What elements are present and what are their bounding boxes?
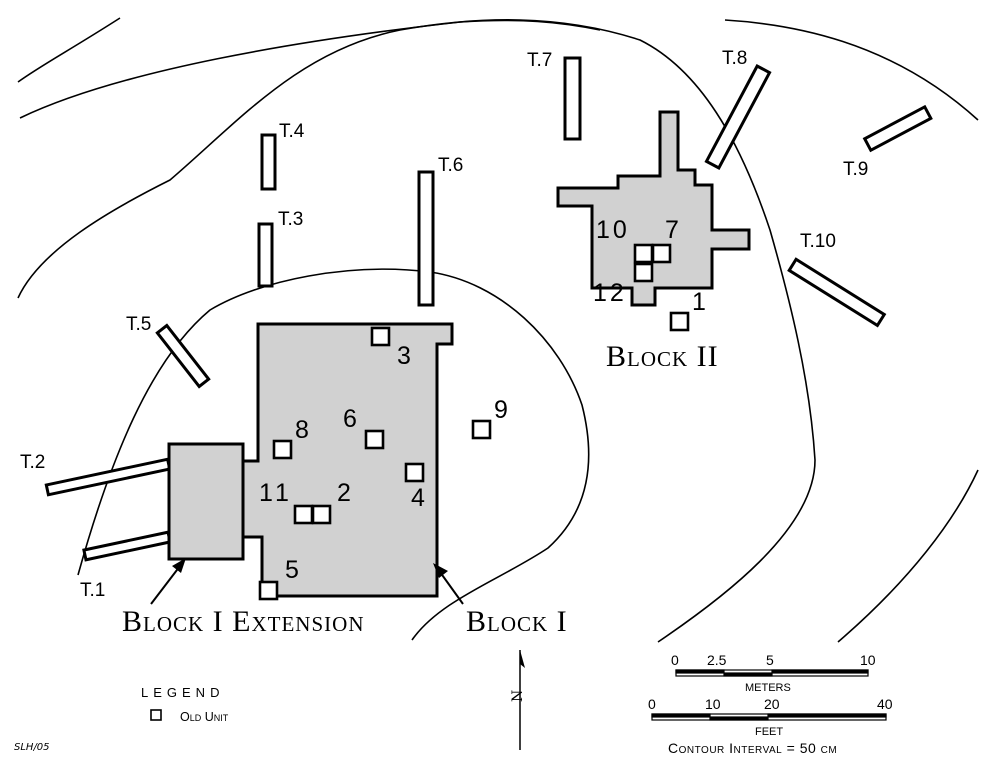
meters-label: METERS xyxy=(745,682,791,694)
arrow-block-i-extension xyxy=(150,565,181,605)
trench-t2 xyxy=(44,457,172,497)
unit-label-5: 5 xyxy=(285,556,299,584)
trench-t5 xyxy=(155,323,211,389)
trench-label-t5: T.5 xyxy=(126,314,151,335)
arrowhead-block-i xyxy=(433,563,448,578)
feet-tick-10: 10 xyxy=(705,696,721,712)
trench-label-t9: T.9 xyxy=(843,159,868,180)
trenches xyxy=(44,56,933,562)
unit-square-9 xyxy=(471,419,492,440)
unit-label-8: 8 xyxy=(295,416,309,444)
trench-label-t4: T.4 xyxy=(279,121,305,142)
north-label: N xyxy=(510,690,526,702)
trench-t4 xyxy=(260,133,277,191)
trench-t9 xyxy=(862,104,933,153)
trench-labels: T.1 T.2 T.3 T.4 T.5 T.6 T.7 T.8 T.9 T.10 xyxy=(20,48,868,601)
contour-line-mid-band xyxy=(17,19,816,643)
legend-old-unit-symbol xyxy=(150,709,162,721)
block-i-label: Block I xyxy=(466,605,568,638)
trench-label-t6: T.6 xyxy=(438,155,463,176)
contour-interval-note: Contour Interval = 50 cm xyxy=(668,740,837,756)
block-labels: Block I Extension Block I Block II xyxy=(122,340,719,638)
north-arrow: N xyxy=(510,650,526,750)
unit-square-8 xyxy=(272,439,293,460)
trench-label-t7: T.7 xyxy=(527,50,552,71)
block-pointer-arrows xyxy=(150,558,464,605)
unit-square-3 xyxy=(370,326,391,347)
unit-square-7 xyxy=(651,243,672,264)
unit-square-2 xyxy=(311,504,332,525)
legend-title: LEGEND xyxy=(141,685,224,700)
block-ii-label: Block II xyxy=(606,340,719,373)
unit-labels: 1 2 3 4 5 6 7 8 9 10 11 12 xyxy=(259,216,706,584)
trench-t1 xyxy=(82,530,172,562)
legend: LEGEND Old Unit xyxy=(141,685,229,724)
block-ii-area xyxy=(556,110,751,307)
arrow-block-i xyxy=(439,571,464,605)
feet-tick-40: 40 xyxy=(877,696,893,712)
excavation-blocks xyxy=(167,110,751,598)
old-units xyxy=(258,243,690,601)
feet-scale-bar xyxy=(651,713,887,721)
contour-line-upper-band xyxy=(19,19,601,119)
arrowhead-block-i-extension xyxy=(172,558,186,573)
trench-t6 xyxy=(417,170,435,307)
contour-line-right-edge xyxy=(837,469,979,643)
unit-label-11: 11 xyxy=(259,479,293,507)
unit-label-1: 1 xyxy=(692,288,706,316)
unit-square-4 xyxy=(404,462,425,483)
trench-t8 xyxy=(704,64,772,170)
block-i-extension-area xyxy=(167,442,245,561)
contour-line-inner-knoll xyxy=(77,268,590,641)
unit-label-9: 9 xyxy=(494,396,508,424)
unit-label-7: 7 xyxy=(665,216,679,244)
unit-square-6 xyxy=(364,429,385,450)
feet-label: FEET xyxy=(755,726,783,738)
meters-tick-10: 10 xyxy=(860,652,876,668)
block-i-extension-label: Block I Extension xyxy=(122,605,364,638)
unit-label-4: 4 xyxy=(411,484,425,512)
unit-label-3: 3 xyxy=(397,342,411,370)
unit-square-5 xyxy=(258,580,279,601)
unit-square-1 xyxy=(669,311,690,332)
trench-t3 xyxy=(257,222,274,288)
trench-label-t2: T.2 xyxy=(20,452,45,473)
trench-t10 xyxy=(787,257,887,328)
meters-tick-5: 5 xyxy=(766,652,774,668)
meters-scale-bar xyxy=(675,669,869,677)
unit-label-2: 2 xyxy=(337,479,351,507)
trench-t7 xyxy=(563,56,582,141)
trench-label-t1: T.1 xyxy=(80,580,105,601)
meters-tick-0: 0 xyxy=(671,652,679,668)
block-i-area xyxy=(240,322,454,598)
unit-square-10 xyxy=(633,243,654,264)
trench-label-t3: T.3 xyxy=(278,209,303,230)
unit-square-12 xyxy=(633,262,654,283)
north-arrow-head xyxy=(520,650,525,668)
trench-label-t8: T.8 xyxy=(722,48,747,69)
legend-old-unit-label: Old Unit xyxy=(180,710,229,724)
scale-bars: 0 2.5 5 10 METERS 0 10 20 40 FEET Contou… xyxy=(648,652,893,756)
meters-tick-2.5: 2.5 xyxy=(707,652,727,668)
contour-lines xyxy=(17,17,979,643)
unit-label-10: 10 xyxy=(596,216,630,244)
contour-line-top-right xyxy=(724,19,979,121)
trench-label-t10: T.10 xyxy=(800,231,836,252)
contour-line-top-left xyxy=(17,17,121,83)
unit-label-6: 6 xyxy=(343,405,357,433)
unit-square-11 xyxy=(293,504,314,525)
feet-tick-0: 0 xyxy=(648,696,656,712)
feet-tick-20: 20 xyxy=(764,696,780,712)
unit-label-12: 12 xyxy=(593,279,627,307)
author-initials: SLH/05 xyxy=(14,742,50,753)
